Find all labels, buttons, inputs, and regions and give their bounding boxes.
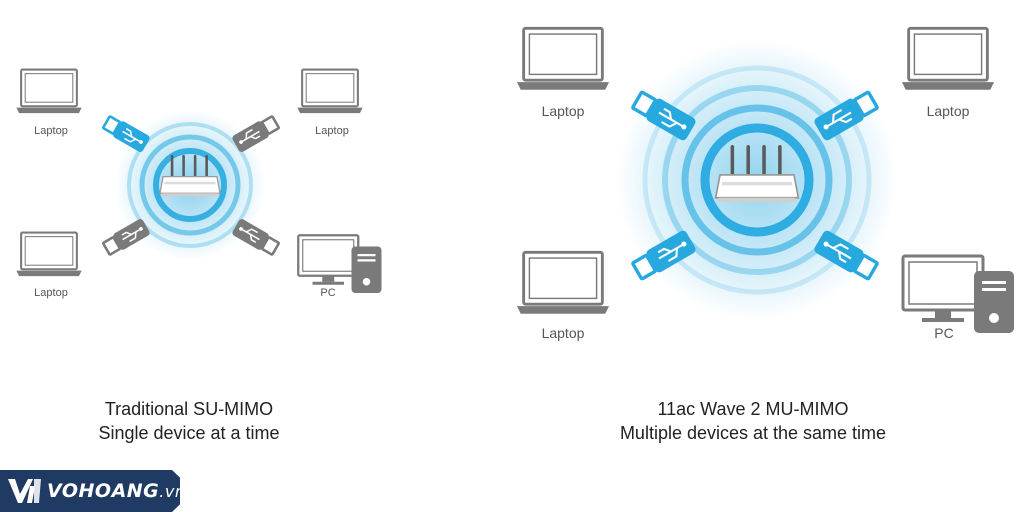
signal-rings bbox=[127, 122, 253, 248]
device-label: Laptop bbox=[315, 125, 349, 137]
usb-adapter-inactive-icon bbox=[229, 112, 282, 155]
mu-mimo-diagram: Laptop Laptop Laptop PC bbox=[515, 26, 1016, 341]
device-label: Laptop bbox=[34, 125, 68, 137]
laptop-icon bbox=[515, 250, 611, 316]
caption-title: Traditional SU-MIMO bbox=[104, 399, 274, 419]
logo-text: VOHOANG.vn bbox=[47, 480, 185, 502]
laptop-icon bbox=[15, 231, 83, 278]
pc-icon bbox=[901, 254, 1016, 335]
caption-subtitle: Multiple devices at the same time bbox=[619, 423, 887, 443]
logo-brand: VOHOANG bbox=[47, 480, 160, 502]
mu-mimo-caption: 11ac Wave 2 MU-MIMO Multiple devices at … bbox=[553, 397, 953, 445]
laptop-icon bbox=[515, 26, 611, 92]
device-label: PC bbox=[934, 325, 953, 341]
su-mimo-diagram: Laptop Laptop Laptop PC bbox=[15, 68, 383, 299]
device-label: Laptop bbox=[34, 287, 68, 299]
laptop-icon bbox=[296, 68, 364, 115]
vohoang-logo: VOHOANG.vn bbox=[0, 470, 196, 512]
device-label: Laptop bbox=[927, 103, 970, 119]
pc-icon bbox=[296, 233, 383, 295]
caption-subtitle: Single device at a time bbox=[98, 423, 280, 443]
laptop-icon bbox=[900, 26, 996, 92]
usb-adapter-inactive-icon bbox=[229, 216, 282, 259]
su-mimo-caption: Traditional SU-MIMO Single device at a t… bbox=[39, 397, 339, 445]
device-label: PC bbox=[320, 287, 335, 299]
caption-title: 11ac Wave 2 MU-MIMO bbox=[657, 399, 849, 419]
laptop-icon bbox=[15, 68, 83, 115]
device-label: Laptop bbox=[542, 325, 585, 341]
device-label: Laptop bbox=[542, 103, 585, 119]
vh-logo-icon bbox=[8, 479, 41, 503]
signal-rings bbox=[642, 65, 872, 295]
logo-suffix: .vn bbox=[159, 482, 186, 501]
